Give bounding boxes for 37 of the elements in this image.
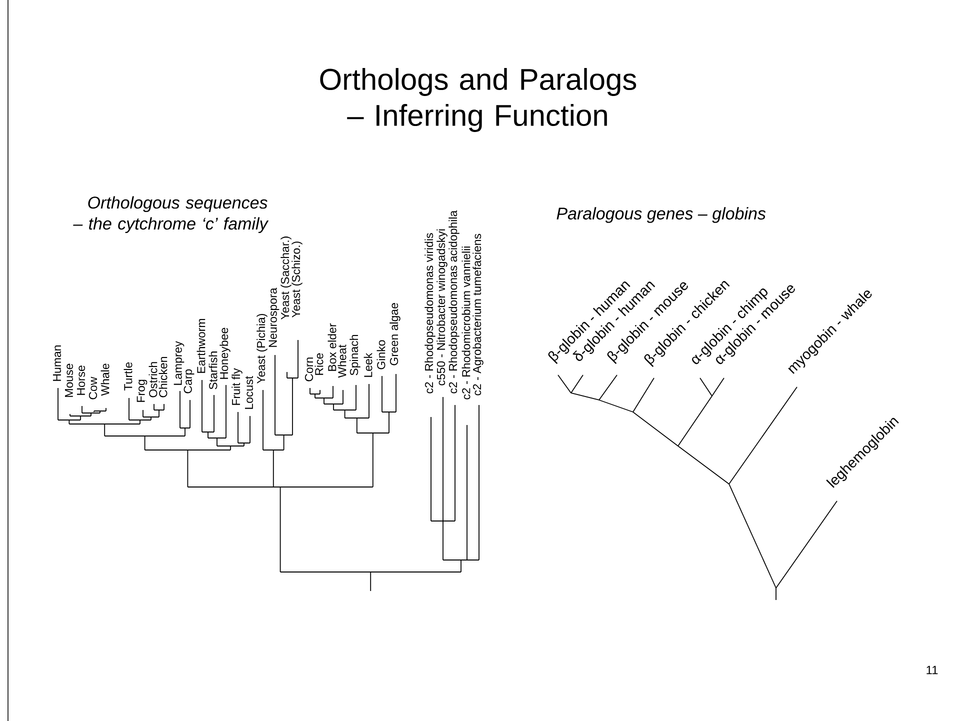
leaf-label: Ginko: [376, 340, 386, 370]
leaf-label: Starfish: [208, 352, 218, 390]
leaf-label: Ostrich: [148, 362, 158, 398]
leaf-label: Honeybee: [220, 328, 230, 379]
leaf-label: Mouse: [65, 364, 73, 397]
leaf-label: Rice: [314, 353, 324, 375]
leaf-label: Cow: [88, 376, 98, 400]
page-number: 11: [926, 666, 938, 674]
leaf-label: Yeast (Schizo.): [292, 242, 302, 318]
leaf-label: Yeast (Sacchar.): [280, 236, 292, 320]
leaf-label: Yeast (Pichia): [256, 314, 268, 384]
leaf-label: Fruit fly: [232, 368, 242, 405]
leaf-label: Neurospora: [268, 288, 280, 347]
leaf-label: c2 - Agrobacterium tumefaciens: [472, 234, 484, 396]
leaf-label: c550 - Nitrobacter winogadskyi: [436, 229, 448, 386]
leaf-label: Corn: [304, 358, 314, 382]
leaf-label: Green algae: [390, 303, 400, 366]
leaf-label: Turtle: [124, 362, 132, 391]
leaf-label: Wheat: [338, 344, 346, 378]
leaf-label: Horse: [77, 366, 85, 395]
leaf-label: c2 - Rhodopseudomonas viridis: [424, 233, 436, 394]
leaf-label: c2 - Rhodopseudomonas acidophila: [448, 210, 460, 394]
leaf-label: Frog: [136, 380, 148, 402]
leaf-label: c2 - Rhodomicrobium vannielii: [462, 246, 470, 400]
leaf-label: Carp: [184, 369, 194, 394]
leaf-label: Spinach: [350, 335, 360, 376]
leaf-label: Leek: [364, 352, 372, 377]
leaf-label: Human: [53, 345, 61, 381]
leaf-label: Locust: [245, 376, 254, 409]
leaf-label: Lamprey: [174, 341, 184, 385]
leaf-label: Whale: [100, 364, 110, 396]
leaf-label: Earthworm: [196, 318, 206, 373]
title: Orthologs and Paralogs – Inferring Function: [320, 68, 636, 132]
leaf-label: Chicken: [158, 357, 168, 398]
leaf-label: Box elder: [328, 323, 336, 371]
subtitle: Orthologous sequences – the cytchrome ‘c’ family: [73, 196, 269, 234]
subtitle: Paralogous genes – globins: [556, 207, 766, 223]
